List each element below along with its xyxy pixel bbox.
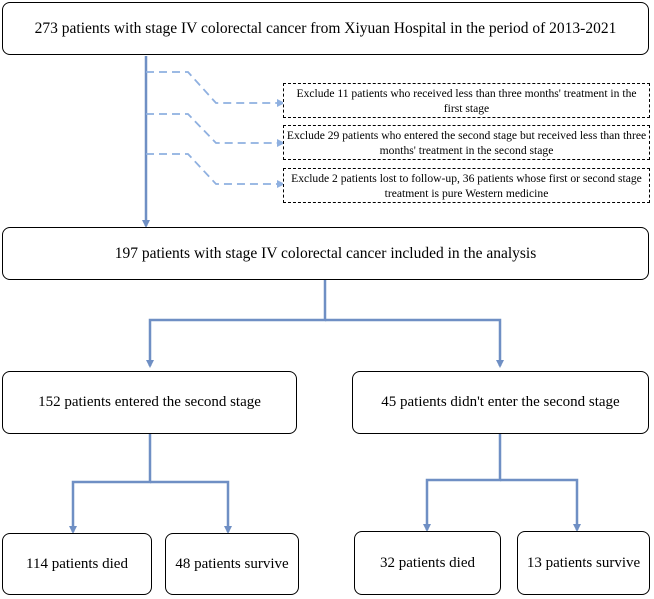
connector-included-split (146, 280, 327, 368)
left-branch-box: 152 patients entered the second stage (2, 371, 297, 434)
dashed-arrow-exclusion-2 (146, 113, 285, 147)
connector-included-split-right (325, 318, 504, 368)
dashed-arrow-exclusion-1 (146, 71, 285, 107)
top-box: 273 patients with stage IV colorectal ca… (2, 2, 649, 55)
dashed-arrow-exclusion-3 (146, 153, 285, 188)
connector-left-survive (150, 480, 232, 534)
right-died-box: 32 patients died (354, 531, 501, 595)
right-survive-box: 13 patients survive (517, 531, 650, 595)
exclusion-box-3: Exclude 2 patients lost to follow-up, 36… (283, 168, 650, 203)
connector-right-survive (500, 478, 581, 532)
connector-right-died (423, 434, 502, 532)
left-survive-box: 48 patients survive (165, 533, 299, 595)
connector-left-died (69, 434, 152, 534)
exclusion-box-2: Exclude 29 patients who entered the seco… (283, 125, 650, 160)
left-died-box: 114 patients died (2, 533, 152, 595)
right-branch-box: 45 patients didn't enter the second stag… (352, 371, 649, 434)
included-box: 197 patients with stage IV colorectal ca… (2, 227, 649, 280)
exclusion-box-1: Exclude 11 patients who received less th… (283, 83, 650, 118)
